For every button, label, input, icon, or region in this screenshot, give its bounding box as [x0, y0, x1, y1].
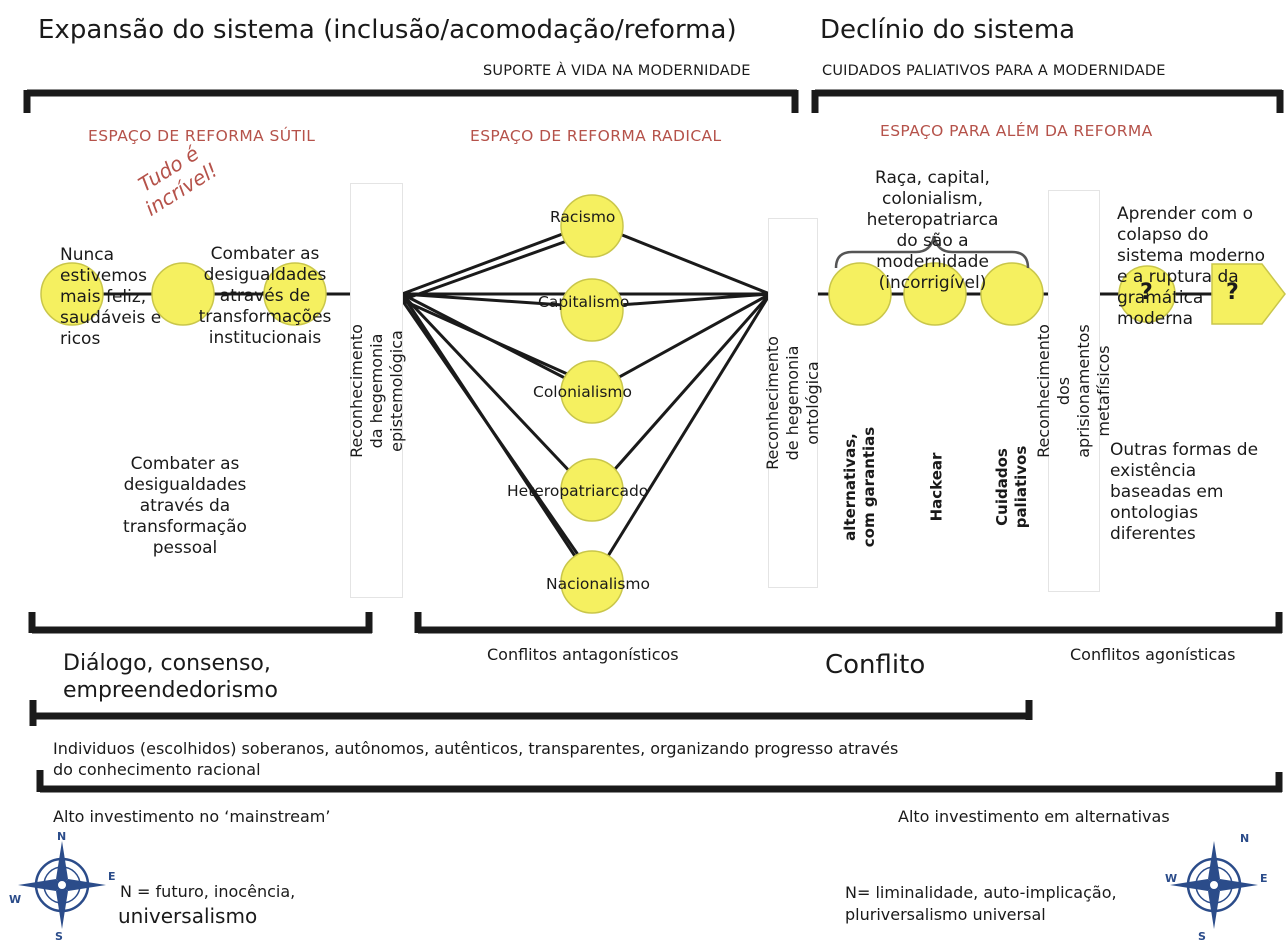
ontological-box: Reconhecimento de hegemonia ontológica	[763, 218, 822, 588]
node1-text: Nunca estivemos mais feliz, saudáveis e …	[60, 245, 162, 349]
label-capitalismo: Capitalismo	[538, 293, 630, 311]
label-alternativas: alternativas, com garantias	[841, 426, 878, 548]
compass-right-e: E	[1260, 872, 1268, 885]
label-colonialismo: Colonialismo	[533, 383, 632, 401]
compass-left-text2: universalismo	[118, 904, 258, 928]
bracket-dialogue	[29, 700, 1033, 726]
node-question-arrow	[1211, 263, 1286, 325]
fan-lines	[400, 221, 772, 583]
mainstream-investment: Alto investimento no ‘mainstream’	[53, 807, 331, 826]
compass-right-n: N	[1240, 832, 1250, 845]
epistemological-label: Reconhecimento da hegemonia epistemológi…	[346, 323, 406, 458]
compass-right-text: N= liminalidade, auto-implicação, pluriv…	[845, 883, 1117, 924]
learn-text: Aprender com o colapso do sistema modern…	[1117, 204, 1266, 329]
node-1	[40, 262, 104, 326]
node-cuidados	[980, 262, 1044, 326]
top-bracket-right	[811, 89, 1284, 113]
node-heteropatriarcado	[560, 458, 624, 522]
dialogue-text: Diálogo, consenso, empreendedorismo	[63, 651, 278, 703]
other-forms-text: Outras formas de existência baseadas em …	[1110, 440, 1259, 544]
space-beyond-reform: ESPAÇO PARA ALÉM DA REFORMA	[880, 122, 1153, 140]
label-racismo: Racismo	[550, 208, 616, 226]
compass-left-text: N = futuro, inocência,	[120, 882, 296, 901]
title-expansion: Expansão do sistema (inclusão/acomodação…	[38, 15, 737, 45]
compass-left-w: W	[9, 893, 22, 906]
bottom-bracket-right	[414, 612, 1283, 634]
compass-left-s: S	[55, 930, 63, 943]
compass-left-e: E	[108, 870, 116, 883]
node-circles	[40, 194, 1176, 614]
caption-life-support: SUPORTE À VIDA NA MODERNIDADE	[483, 63, 751, 79]
brace	[834, 235, 1030, 269]
metaphysical-box: Reconhecimento dos aprisionamentos metaf…	[1034, 190, 1113, 592]
node-alternativas	[828, 262, 892, 326]
node-racismo	[560, 194, 624, 258]
node-colonialismo	[560, 360, 624, 424]
node-capitalismo	[560, 278, 624, 342]
antagonistic-conflicts: Conflitos antagonísticos	[487, 645, 679, 664]
node2-text: Combater as desigualdades através da tra…	[123, 454, 247, 558]
agonistic-conflicts: Conflitos agonísticas	[1070, 645, 1236, 664]
ontological-label: Reconhecimento de hegemonia ontológica	[763, 336, 822, 470]
label-cuidados: Cuidados paliativos	[993, 445, 1030, 529]
compass-left-n: N	[57, 830, 67, 843]
label-nacionalismo: Nacionalismo	[546, 575, 650, 593]
question-mark-1: ?	[1140, 280, 1153, 305]
compass-right	[1170, 841, 1258, 929]
top-bracket-left	[23, 89, 799, 113]
compass-right-s: S	[1198, 930, 1206, 943]
title-decline: Declínio do sistema	[820, 15, 1076, 45]
metaphysical-label: Reconhecimento dos aprisionamentos metaf…	[1034, 324, 1113, 458]
conflict-label: Conflito	[825, 650, 926, 680]
node-3	[263, 262, 327, 326]
space-radical-reform: ESPAÇO DE REFORMA RADICAL	[470, 127, 722, 145]
node3-text: Combater as desigualdades através de tra…	[198, 244, 332, 348]
alternatives-investment: Alto investimento em alternativas	[898, 807, 1170, 826]
bracket-individuals	[36, 770, 1283, 793]
space-subtle-reform: ESPAÇO DE REFORMA SÚTIL	[88, 127, 316, 145]
epistemological-box: Reconhecimento da hegemonia epistemológi…	[347, 183, 406, 598]
compass-left	[18, 841, 106, 929]
caption-palliative: CUIDADOS PALIATIVOS PARA A MODERNIDADE	[822, 63, 1166, 79]
bottom-bracket-left	[28, 612, 373, 634]
node-question-1	[1118, 265, 1176, 323]
compass-right-w: W	[1165, 872, 1178, 885]
node-2	[151, 262, 215, 326]
individuals-text: Individuos (escolhidos) soberanos, autôn…	[53, 739, 899, 779]
node-nacionalismo	[560, 550, 624, 614]
question-mark-2: ?	[1226, 280, 1239, 305]
brace-text: Raça, capital, colonialism, heteropatria…	[866, 168, 999, 293]
label-hackear: Hackear	[927, 452, 946, 522]
node-hackear	[903, 262, 967, 326]
label-heteropatriarcado: Heteropatriarcado	[507, 482, 649, 500]
